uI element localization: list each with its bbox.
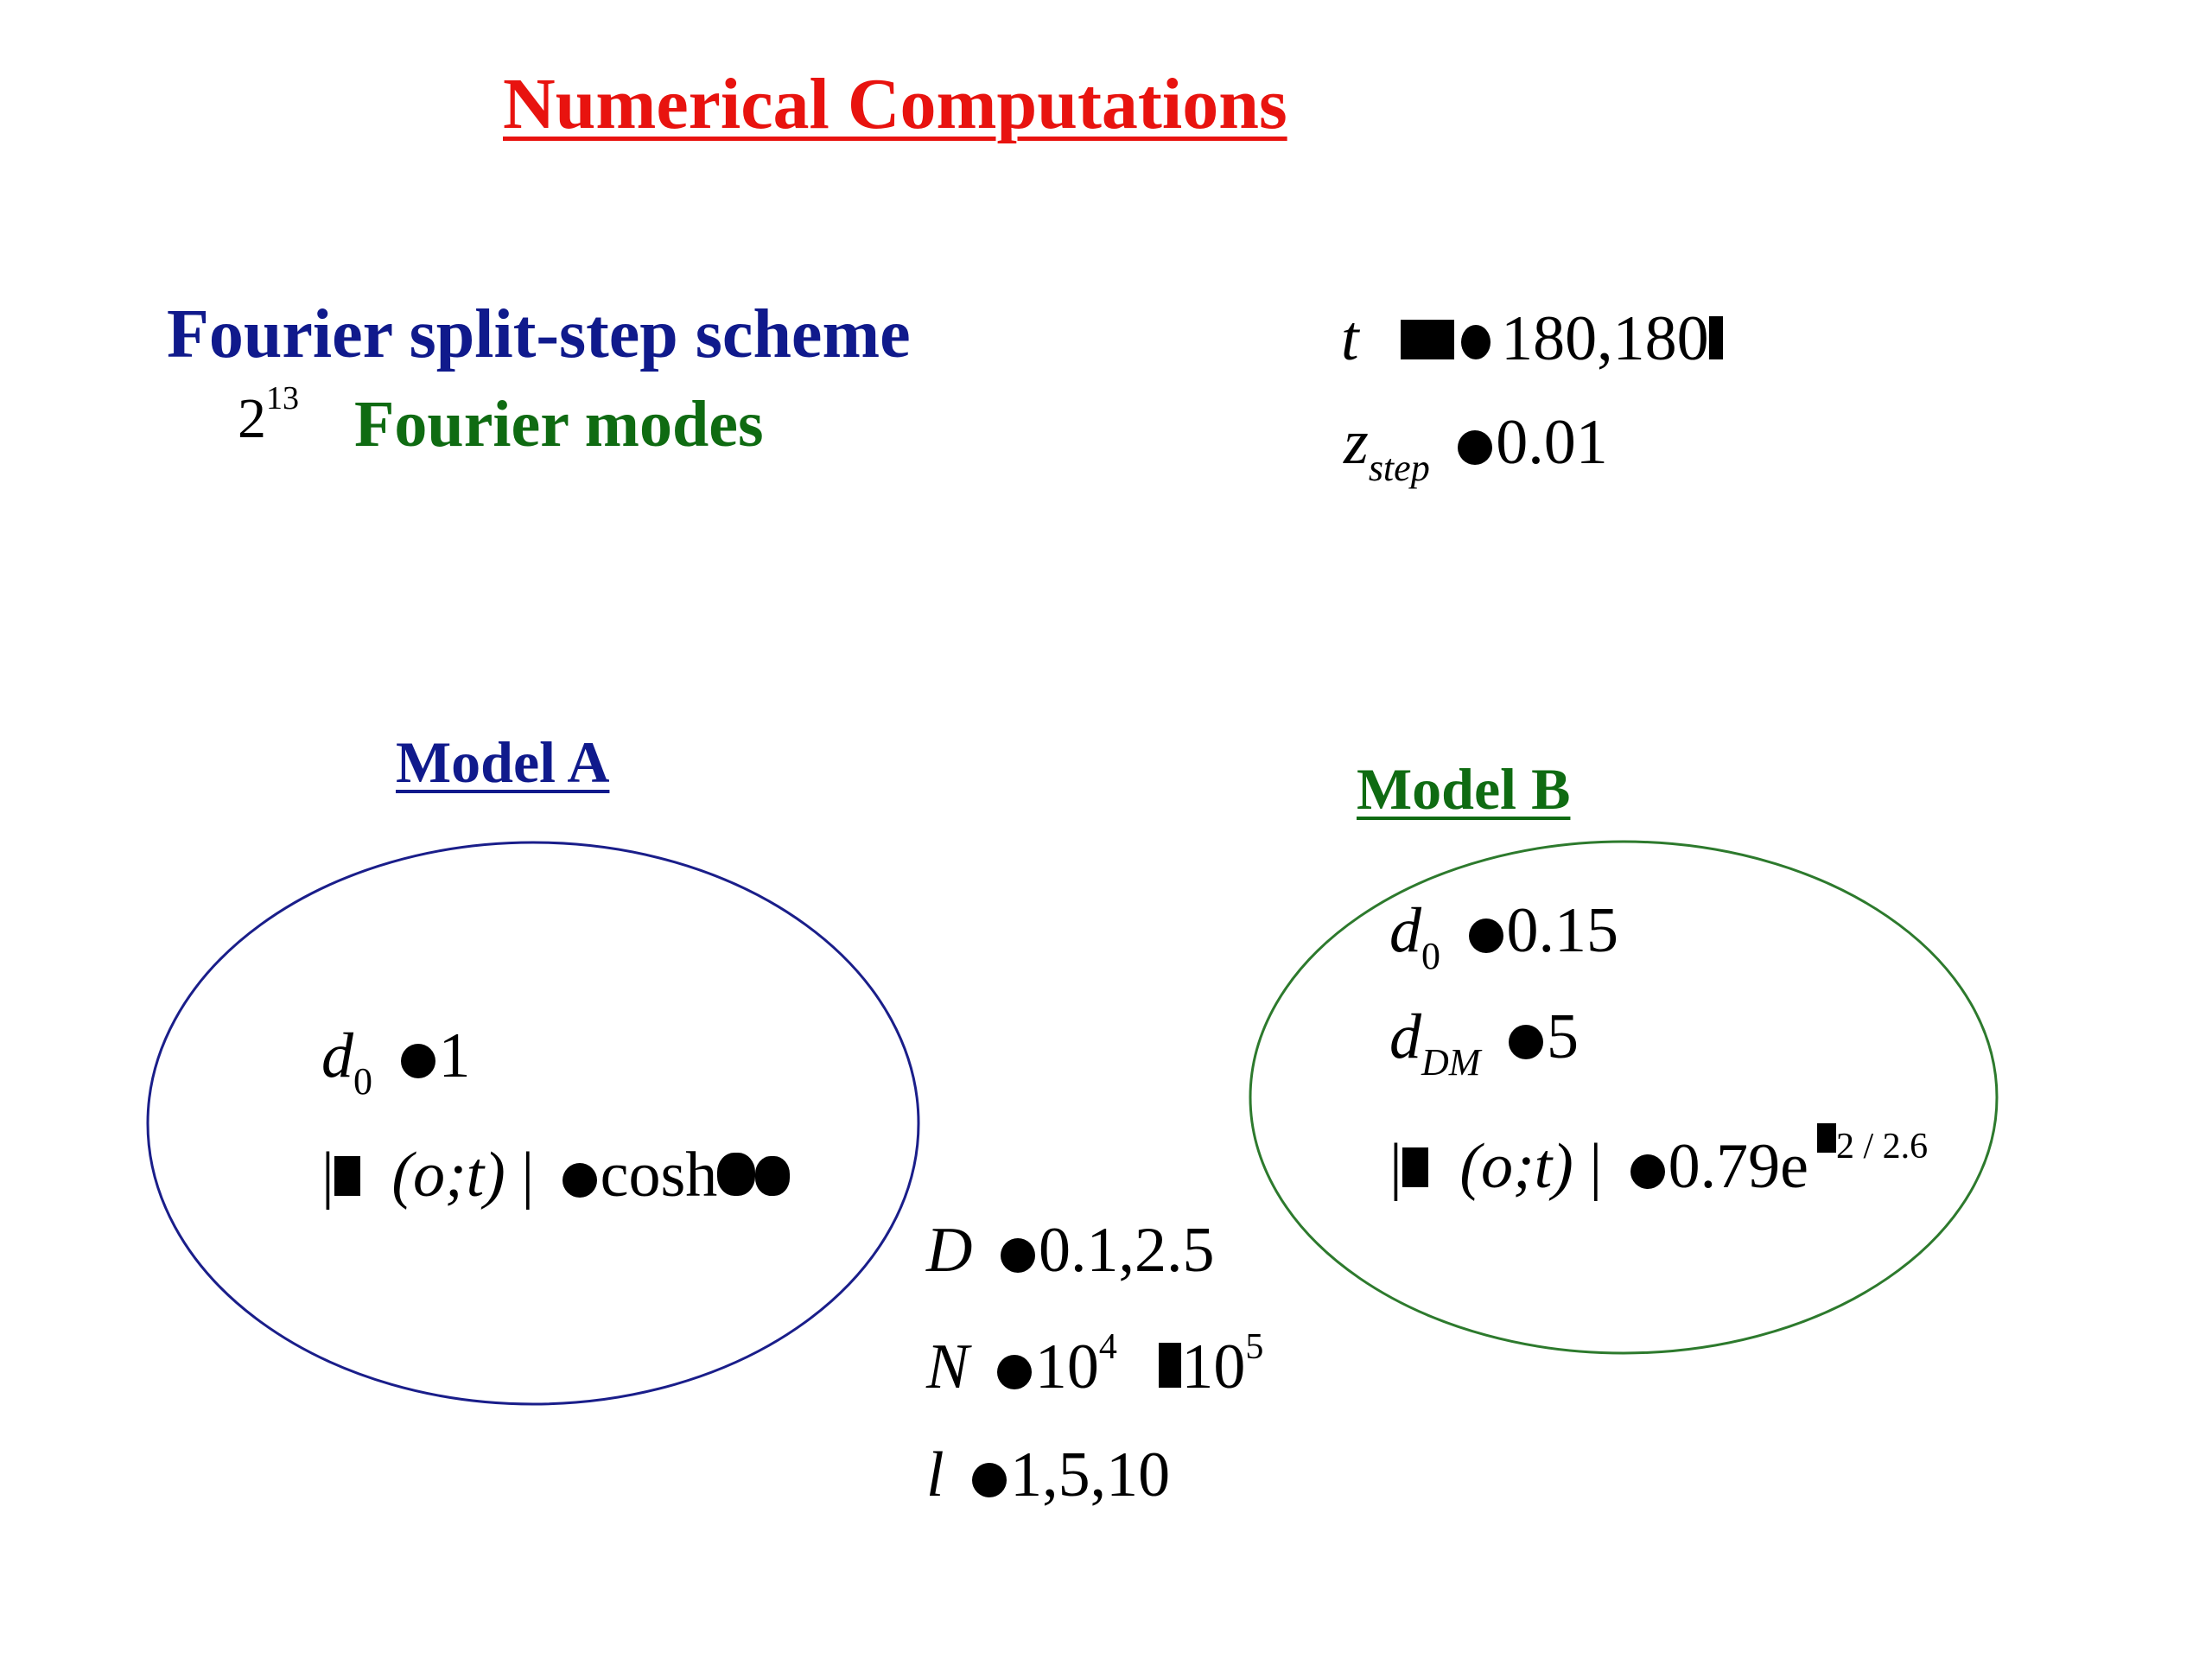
t-var: t — [1341, 303, 1359, 374]
N-base-1: 10 — [1034, 1332, 1099, 1402]
abs-bar: | — [1573, 1131, 1603, 1202]
d0-var: d — [321, 1020, 353, 1091]
t-range-value: 180,180 — [1501, 303, 1709, 374]
psi-value: 0.79e — [1668, 1131, 1809, 1202]
D-value: 0.1,2.5 — [1038, 1215, 1215, 1286]
equals-glyph — [1630, 1154, 1665, 1189]
equals-glyph — [562, 1163, 597, 1198]
modes-base: 2 — [238, 387, 266, 450]
equals-glyph — [400, 1044, 435, 1078]
abs-bar: | — [1389, 1131, 1402, 1202]
psi-glyph — [334, 1156, 360, 1196]
N-var: N — [926, 1332, 969, 1402]
psi-args: (o;t) — [1459, 1131, 1573, 1202]
param-N: N 104 105 — [926, 1327, 1263, 1404]
element-of-glyph — [1401, 320, 1455, 359]
model-b-ddm: dDM 5 — [1389, 1001, 1579, 1084]
d0-sub: 0 — [353, 1060, 372, 1103]
dash-glyph — [1159, 1343, 1182, 1388]
model-b-title: Model B — [1357, 756, 1571, 822]
z-var: z — [1344, 407, 1369, 478]
model-a-title: Model A — [396, 729, 610, 795]
N-exp-1: 4 — [1098, 1327, 1117, 1367]
model-a-psi: | (o;t) | cosh — [321, 1139, 791, 1212]
psi-args: (o;t) — [391, 1140, 505, 1211]
param-D: D 0.1,2.5 — [926, 1214, 1214, 1287]
model-b-d0: d0 0.15 — [1389, 894, 1619, 977]
N-exp-2: 5 — [1245, 1327, 1264, 1367]
model-a-oval — [146, 841, 920, 1406]
minus-glyph — [1817, 1123, 1837, 1153]
abs-bar: | — [321, 1140, 334, 1211]
page-title: Numerical Computations — [503, 64, 1287, 144]
blob-glyph — [717, 1153, 756, 1196]
model-b-psi: | (o;t) | 0.79e 2 / 2.6 — [1389, 1123, 1928, 1204]
z-sub: step — [1368, 447, 1430, 489]
l-value: 1,5,10 — [1010, 1440, 1171, 1510]
bracket-glyph — [1708, 316, 1723, 359]
psi-glyph — [1402, 1147, 1428, 1187]
psi-value: cosh — [600, 1140, 718, 1211]
ddm-value: 5 — [1546, 1001, 1579, 1072]
l-var: l — [926, 1440, 944, 1510]
modes-count: 213 — [238, 380, 299, 452]
equals-glyph — [1000, 1238, 1035, 1273]
equals-glyph — [1468, 918, 1503, 953]
d0-value: 1 — [438, 1020, 471, 1091]
abs-bar: | — [505, 1140, 535, 1211]
modes-exponent: 13 — [266, 380, 299, 416]
t-range: t 180,180 — [1341, 302, 1723, 376]
param-l: l 1,5,10 — [926, 1439, 1170, 1512]
modes-label: Fourier modes — [354, 388, 764, 461]
model-a-d0: d0 1 — [321, 1020, 471, 1103]
d0-value: 0.15 — [1506, 895, 1619, 966]
ddm-sub: DM — [1421, 1041, 1481, 1084]
ddm-var: d — [1389, 1001, 1421, 1072]
D-var: D — [926, 1215, 973, 1286]
minus-glyph — [1461, 325, 1491, 359]
equals-glyph — [1508, 1025, 1543, 1059]
scheme-label: Fourier split-step scheme — [167, 296, 911, 372]
d0-sub: 0 — [1421, 935, 1440, 977]
N-base-2: 10 — [1181, 1332, 1246, 1402]
z-step-value: 0.01 — [1496, 407, 1608, 478]
blob-glyph — [755, 1156, 791, 1196]
z-step: zstep 0.01 — [1344, 406, 1608, 489]
equals-glyph — [996, 1355, 1032, 1389]
psi-exponent: 2 / 2.6 — [1836, 1127, 1929, 1166]
d0-var: d — [1389, 895, 1421, 966]
model-b-oval — [1249, 840, 1999, 1355]
equals-glyph — [1458, 430, 1493, 465]
equals-glyph — [972, 1463, 1007, 1497]
